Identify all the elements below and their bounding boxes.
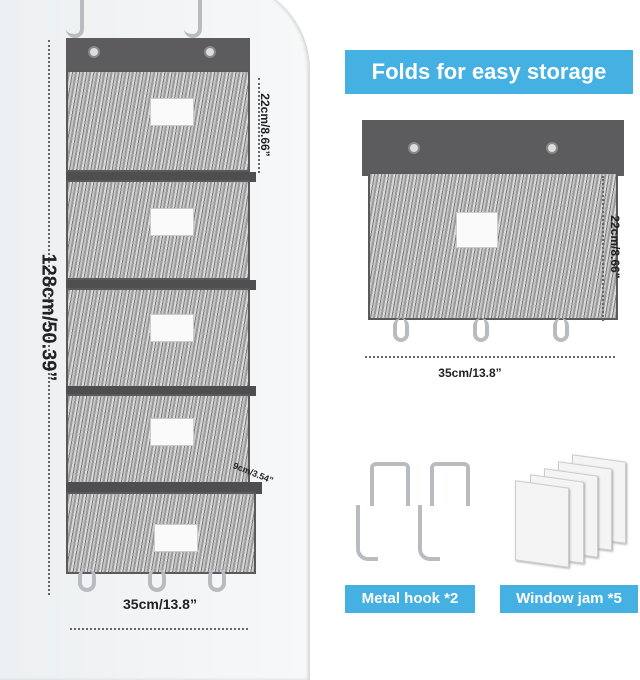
pocket-rim — [66, 172, 256, 182]
folds-banner: Folds for easy storage — [345, 50, 633, 94]
width-label: 35cm/13.8” — [123, 596, 197, 612]
grommet — [88, 46, 100, 58]
pocket-1 — [66, 70, 250, 172]
bottom-hook — [393, 318, 409, 342]
folded-height-line — [602, 176, 604, 321]
pocket-rim — [66, 482, 262, 494]
bottom-hook — [148, 568, 166, 592]
folded-height-label: 22cm/8.66” — [608, 215, 622, 279]
total-height-label: 128cm/50.39” — [37, 253, 60, 382]
bottom-hook — [78, 568, 96, 592]
height-dimension-line — [48, 40, 50, 595]
label-card — [150, 98, 194, 126]
pocket-4 — [66, 394, 250, 492]
door-hook-right — [184, 0, 202, 38]
label-card — [150, 208, 194, 236]
metal-hook — [370, 462, 410, 506]
bottom-hook — [473, 318, 489, 342]
label-card — [150, 418, 194, 446]
folded-width-label: 35cm/13.8” — [438, 366, 502, 380]
bottom-hook — [208, 568, 226, 592]
label-card — [456, 212, 498, 248]
metal-hook-label: Metal hook *2 — [345, 585, 475, 613]
pocket-height-line — [258, 78, 260, 173]
metal-hook — [356, 505, 378, 561]
pocket-height-label: 22cm/8.66” — [258, 93, 272, 157]
bottom-hook — [553, 318, 569, 342]
folded-top-strap — [362, 120, 624, 176]
grommet — [546, 142, 558, 154]
window-jam-label: Window jam *5 — [500, 585, 638, 613]
folded-pocket — [368, 172, 618, 320]
grommet — [204, 46, 216, 58]
pocket-3 — [66, 288, 250, 388]
window-jam-card — [515, 480, 569, 568]
door-hook-left — [66, 0, 84, 38]
label-card — [150, 314, 194, 342]
pocket-5 — [66, 492, 256, 574]
width-dimension-line — [70, 628, 248, 630]
pocket-2 — [66, 180, 250, 280]
pocket-rim — [66, 386, 256, 396]
folded-width-line — [365, 356, 615, 358]
metal-hook — [418, 505, 440, 561]
pocket-rim — [66, 280, 256, 290]
metal-hook — [430, 462, 470, 506]
label-card — [154, 524, 198, 552]
grommet — [408, 142, 420, 154]
